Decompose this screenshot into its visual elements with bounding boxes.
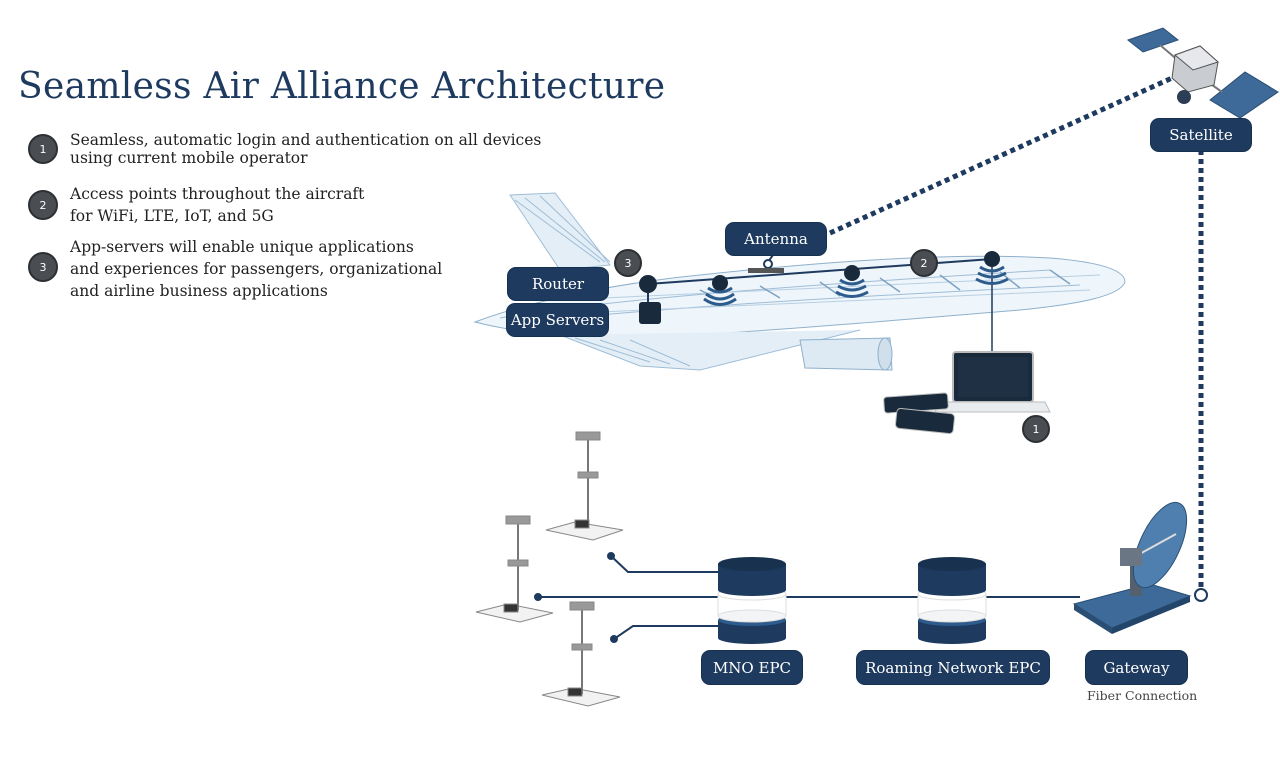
bullet-text: Seamless, automatic login and authentica… <box>70 131 542 167</box>
app-servers-label: App Servers <box>507 304 608 336</box>
bullet-number: 2 <box>28 190 58 220</box>
bullet-number: 1 <box>28 134 58 164</box>
antenna-label: Antenna <box>726 223 826 255</box>
bullet-text: App-servers will enable unique applicati… <box>70 238 443 300</box>
page-title: Seamless Air Alliance Architecture <box>18 66 666 107</box>
cell-tower-icon <box>545 431 624 541</box>
bullet-item-1: 1 Seamless, automatic login and authenti… <box>28 131 541 169</box>
devices-number-badge: 1 <box>1022 415 1050 443</box>
satellite-label: Satellite <box>1151 119 1251 151</box>
antenna-node <box>763 259 773 269</box>
antenna-base <box>748 268 784 273</box>
bullet-item-2: 2 Access points throughout the aircraft … <box>28 185 364 227</box>
phone-icon <box>895 407 955 435</box>
bullet-number: 3 <box>28 252 58 282</box>
mno-epc-label: MNO EPC <box>702 651 802 684</box>
roaming-epc-label: Roaming Network EPC <box>857 651 1049 684</box>
laptop-icon <box>934 351 1051 413</box>
gateway-link-node <box>1194 588 1208 602</box>
gateway-label: Gateway <box>1086 651 1187 684</box>
fiber-connection-caption: Fiber Connection <box>1087 688 1198 703</box>
access-point-icon <box>975 251 1009 285</box>
roaming-epc-database-icon <box>917 557 987 644</box>
router-number-badge: 3 <box>614 249 642 277</box>
app-server-icon <box>639 302 661 324</box>
mno-epc-database-icon <box>717 557 787 644</box>
bullet-text: Access points throughout the aircraft fo… <box>70 185 365 225</box>
router-icon <box>639 275 657 293</box>
access-point-number-badge: 2 <box>910 249 938 277</box>
cell-tower-icon <box>541 601 621 707</box>
access-point-icon <box>703 275 737 306</box>
bullet-item-3: 3 App-servers will enable unique applica… <box>28 238 442 302</box>
aircraft-wireframe <box>473 192 1126 371</box>
satellite-link-antenna <box>828 75 1174 236</box>
tower-connections <box>534 552 1080 643</box>
satellite-dish-icon <box>1072 501 1192 634</box>
router-label: Router <box>508 268 608 300</box>
cell-tower-icon <box>475 515 554 623</box>
satellite-icon <box>1126 27 1279 119</box>
access-point-icon <box>835 265 869 298</box>
